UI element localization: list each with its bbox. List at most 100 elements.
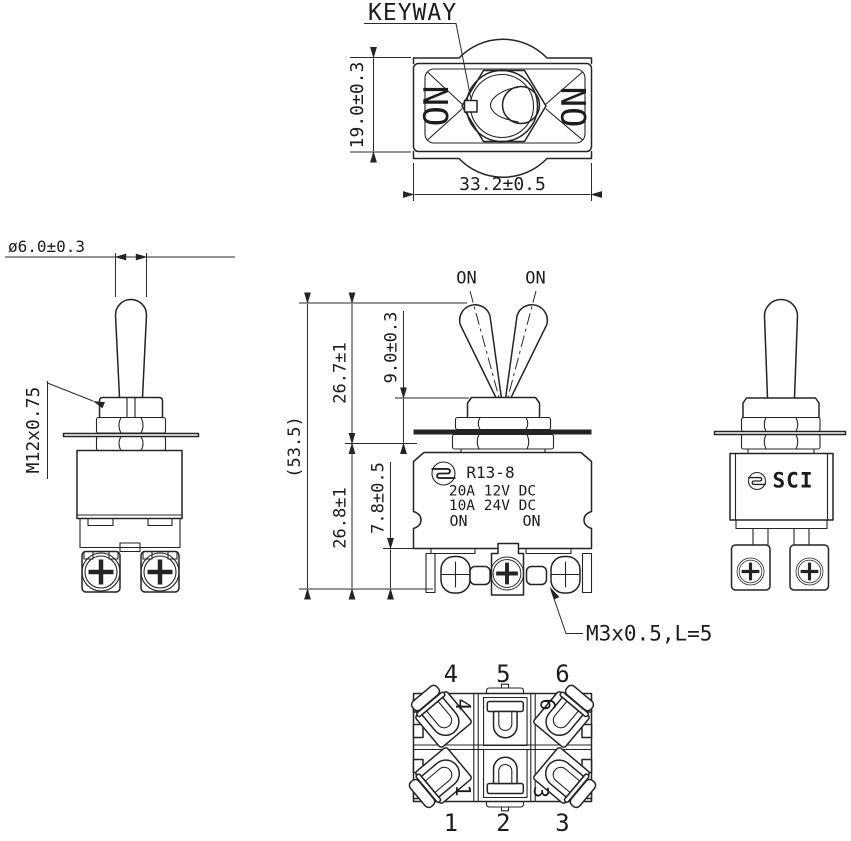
svg-text:M12x0.75: M12x0.75 bbox=[23, 387, 44, 474]
terminal-plate-left bbox=[425, 552, 436, 594]
inner-mark-1: 1 bbox=[451, 784, 475, 796]
hex-nut-lower bbox=[451, 433, 555, 450]
lever bbox=[114, 298, 148, 399]
svg-text:26.7±1: 26.7±1 bbox=[331, 342, 351, 403]
top-on-label-left: ON bbox=[417, 86, 457, 127]
bottom-view: 4 5 6 1 2 3 4 6 1 3 bbox=[403, 660, 602, 837]
terminal-screw-head-right bbox=[550, 555, 581, 594]
top-on-label-right: ON bbox=[555, 87, 595, 128]
hex-nut-top bbox=[461, 69, 547, 143]
sci-logo-icon bbox=[747, 471, 767, 491]
lever-position-left bbox=[458, 303, 505, 414]
terminal-screw-right bbox=[141, 550, 179, 593]
hex-nut-upper bbox=[740, 416, 821, 433]
terminal-lug-2 bbox=[482, 748, 528, 799]
svg-text:9.0±0.3: 9.0±0.3 bbox=[382, 312, 402, 384]
svg-text:19.0±0.3: 19.0±0.3 bbox=[347, 62, 368, 149]
terminal-screw-right bbox=[789, 544, 830, 591]
top-view-lower-strip bbox=[412, 150, 593, 178]
lever-centerline-right bbox=[503, 290, 537, 415]
marking-on-right: ON bbox=[522, 512, 540, 530]
terminal-plate-right bbox=[581, 552, 593, 594]
bushing-cap bbox=[466, 396, 541, 418]
side-view-left: ø6.0±0.3 M12x0.75 bbox=[5, 237, 235, 592]
marking-on-left: ON bbox=[449, 512, 467, 530]
svg-text:26.8±1: 26.8±1 bbox=[331, 487, 351, 548]
side-view-right: SCI bbox=[713, 298, 847, 591]
lever-cone bbox=[489, 86, 519, 123]
keyway-leader-line bbox=[364, 23, 472, 100]
mount-tab-bottom bbox=[485, 800, 525, 808]
dim-terminal-screw: M3x0.5,L=5 bbox=[549, 586, 712, 646]
base-tab-left bbox=[752, 527, 769, 546]
terminal-lug-1 bbox=[403, 745, 474, 814]
bushing-cap bbox=[98, 396, 164, 419]
front-view: ON ON R13-8 20A 12V DC 10A 24V DC ON ON bbox=[285, 269, 712, 646]
base-block bbox=[735, 519, 828, 530]
top-view: KEYWAY ON ON 19.0±0.3 33.2±0.5 bbox=[347, 0, 602, 201]
switch-body bbox=[76, 449, 183, 520]
lever-tip bbox=[501, 85, 541, 125]
terminal-number-6: 6 bbox=[555, 660, 569, 688]
base-block bbox=[79, 517, 181, 549]
terminal-screw-head-left bbox=[440, 555, 471, 594]
terminal-lug-5 bbox=[482, 696, 528, 747]
pos-label-left: ON bbox=[456, 269, 476, 289]
lever bbox=[763, 298, 799, 399]
model-label: R13-8 bbox=[466, 463, 514, 482]
body-side-edges bbox=[734, 452, 829, 521]
hex-nut-upper bbox=[454, 416, 552, 431]
bottom-body bbox=[412, 692, 593, 803]
dim-lever-height: 26.7±1 bbox=[331, 292, 356, 454]
top-view-plate-inner bbox=[424, 68, 586, 144]
lock-washer bbox=[413, 429, 592, 435]
cap-slot bbox=[126, 397, 136, 418]
keyway-label: KEYWAY bbox=[368, 0, 457, 26]
svg-text:(53.5): (53.5) bbox=[285, 416, 305, 477]
keyway-notch bbox=[463, 99, 478, 113]
body-base-notches bbox=[76, 514, 183, 527]
top-view-plate bbox=[412, 62, 593, 153]
dim-lever-diameter: ø6.0±0.3 bbox=[5, 237, 235, 297]
hex-nut-upper bbox=[95, 416, 167, 434]
terminal-lug-3 bbox=[531, 745, 602, 814]
rating-line2: 10A 24V DC bbox=[449, 498, 536, 514]
dim-body-height: 26.8±1 bbox=[331, 433, 356, 600]
svg-text:M3x0.5,L=5: M3x0.5,L=5 bbox=[586, 622, 712, 646]
dim-overall-height: (53.5) bbox=[285, 292, 311, 600]
top-view-upper-strip bbox=[412, 38, 593, 65]
pos-label-right: ON bbox=[525, 269, 545, 289]
top-view-waist-edges bbox=[427, 71, 583, 141]
terminal-screw-shank-right bbox=[525, 565, 548, 586]
inner-mark-6: 6 bbox=[535, 698, 559, 710]
dim-bushing-height: 9.0±0.3 bbox=[382, 311, 407, 454]
dim-top-height: 19.0±0.3 bbox=[347, 47, 411, 163]
lever-centerline-left bbox=[469, 290, 504, 415]
terminal-number-1: 1 bbox=[444, 809, 458, 837]
inner-mark-4: 4 bbox=[451, 698, 475, 710]
dim-bushing-thread: M12x0.75 bbox=[23, 381, 105, 479]
svg-text:7.8±0.5: 7.8±0.5 bbox=[369, 462, 389, 534]
inner-mark-3: 3 bbox=[529, 786, 553, 798]
lever-position-right bbox=[502, 303, 549, 414]
terminal-screw-left bbox=[82, 550, 120, 593]
dim-terminal-height: 7.8±0.5 bbox=[369, 462, 394, 600]
hex-nut-lower bbox=[95, 435, 167, 452]
hex-nut-lower bbox=[740, 433, 821, 450]
svg-text:ø6.0±0.3: ø6.0±0.3 bbox=[8, 237, 85, 256]
terminal-number-5: 5 bbox=[496, 660, 510, 688]
terminal-screw-left bbox=[730, 544, 771, 591]
bushing-cap bbox=[742, 397, 820, 419]
mount-tab-top bbox=[485, 687, 525, 695]
rating-line1: 20A 12V DC bbox=[449, 484, 536, 500]
sci-logo-icon bbox=[430, 461, 457, 486]
terminal-number-4: 4 bbox=[444, 660, 458, 688]
base-tab-right bbox=[793, 527, 810, 546]
switch-body bbox=[412, 451, 593, 550]
terminal-screw-shank-left bbox=[469, 565, 491, 586]
terminal-number-3: 3 bbox=[555, 809, 569, 837]
terminal-number-2: 2 bbox=[496, 809, 510, 837]
svg-text:33.2±0.5: 33.2±0.5 bbox=[459, 174, 546, 195]
